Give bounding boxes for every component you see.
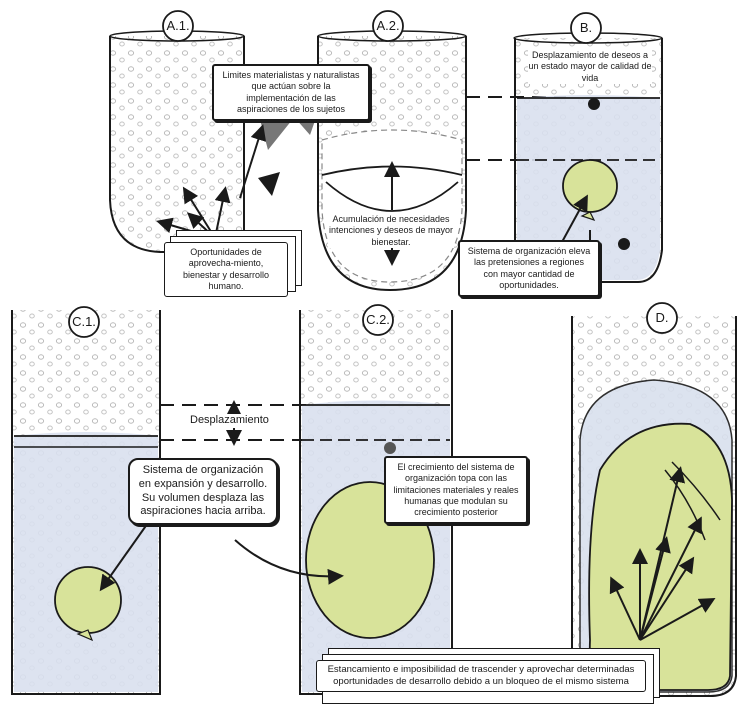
displacement-label: Desplazamiento: [190, 414, 280, 428]
panel-b-system-ball: [563, 160, 617, 212]
accumulation-label: Acumulación de necesidades intenciones y…: [328, 214, 454, 248]
growth-limit-label: El crecimiento del sistema de organizaci…: [384, 456, 528, 524]
panel-a1-limit-triangle: [258, 172, 280, 196]
panel-d-tag: D.: [644, 310, 680, 325]
panel-c2-tag: C.2.: [360, 312, 396, 327]
limits-label: Limites materialistas y naturalistas que…: [212, 64, 370, 121]
desire-shift-label: Desplazamiento de deseos a un estado may…: [528, 50, 652, 84]
panel-a1-tag: A.1.: [160, 18, 196, 33]
stagnation-label: Estancamiento e imposibilidad de trascen…: [316, 660, 646, 692]
panel-a2-tag: A.2.: [370, 18, 406, 33]
panel-c1-system-ball: [55, 567, 121, 633]
system-raises-label: Sistema de organización eleva las preten…: [458, 240, 600, 297]
opportunities-label: Oportunidades de aprovecha-miento, biene…: [164, 242, 288, 297]
panel-b-tag: B.: [568, 20, 604, 35]
system-expansion-label: Sistema de organización en expansión y d…: [128, 458, 278, 525]
panel-c1-tag: C.1.: [66, 314, 102, 329]
